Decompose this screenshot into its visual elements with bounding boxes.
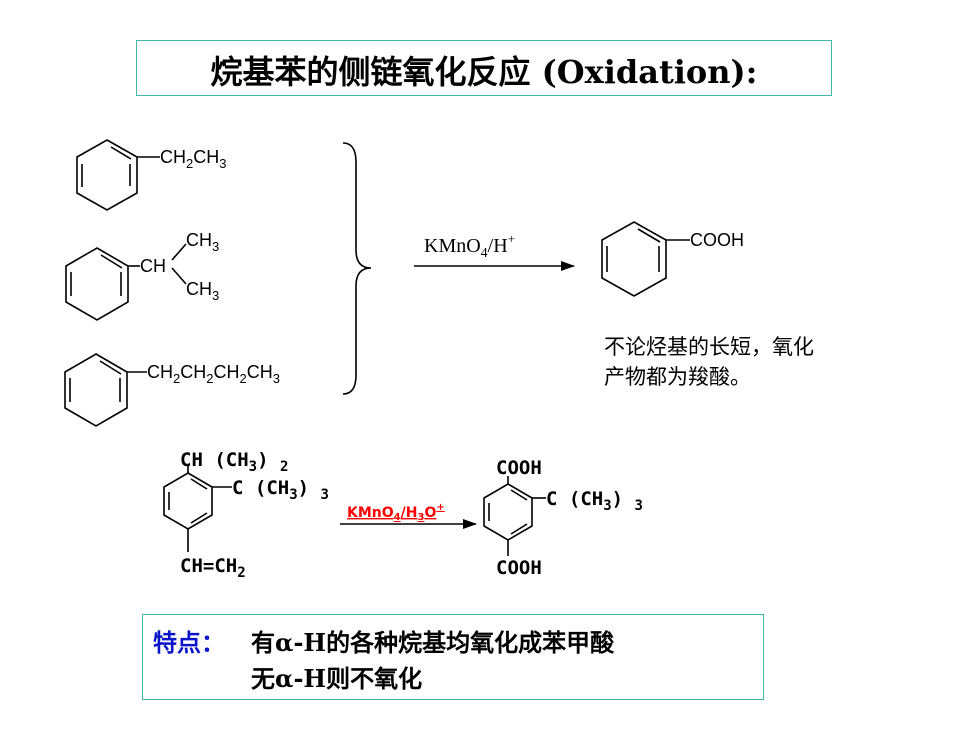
reagent-2-label: KMnO4/H3O+: [347, 502, 445, 523]
bond-ch-ch3-top: [171, 243, 187, 261]
benzene-ring-2: [65, 247, 129, 321]
butyl-group-label: CH2CH2CH2CH3: [147, 362, 280, 386]
right-brace: [342, 142, 372, 395]
ethyl-group-label: CH2CH3: [160, 147, 226, 171]
reagent-1-label: KMnO4/H+: [424, 231, 515, 261]
r2-product-cooh-top: COOH: [496, 457, 542, 479]
side-chain-note: 不论烃基的长短，氧化 产物都为羧酸。: [604, 332, 814, 392]
isopropyl-ch3-bottom-label: CH3: [186, 279, 219, 303]
benzene-ring-r2-reactant: [163, 472, 213, 530]
feature-label: 特点：: [153, 628, 225, 657]
isopropyl-ch-label: CH: [140, 256, 166, 276]
r2-vinyl-label: CH=CH2: [180, 555, 246, 581]
title-box: 烷基苯的侧链氧化反应 (Oxidation):: [136, 40, 832, 96]
r2-isopropyl-label: CH (CH3) 2: [180, 449, 288, 475]
isopropyl-ch3-top-label: CH3: [186, 230, 219, 254]
feature-box: 特点： 有α-H的各种烷基均氧化成苯甲酸 无α-H则不氧化: [142, 614, 764, 700]
r2-tbutyl-label: C (CH3) 3: [232, 477, 329, 503]
r2-product-tbutyl-label: C (CH3) 3: [546, 488, 643, 514]
product-cooh-label: COOH: [690, 230, 744, 250]
benzene-ring-1: [76, 139, 138, 211]
benzene-ring-r2-product: [483, 483, 533, 541]
bond-ch-ch3-bottom: [171, 267, 187, 285]
benzene-ring-product: [601, 221, 667, 297]
r2-product-cooh-bottom: COOH: [496, 557, 542, 579]
note-line-2: 产物都为羧酸。: [604, 365, 751, 389]
feature-line-2: 无α-H则不氧化: [251, 664, 423, 693]
note-line-1: 不论烃基的长短，氧化: [604, 335, 814, 359]
page-title: 烷基苯的侧链氧化反应 (Oxidation):: [210, 53, 758, 91]
feature-line-1: 有α-H的各种烷基均氧化成苯甲酸: [251, 628, 615, 657]
benzene-ring-3: [64, 353, 128, 427]
